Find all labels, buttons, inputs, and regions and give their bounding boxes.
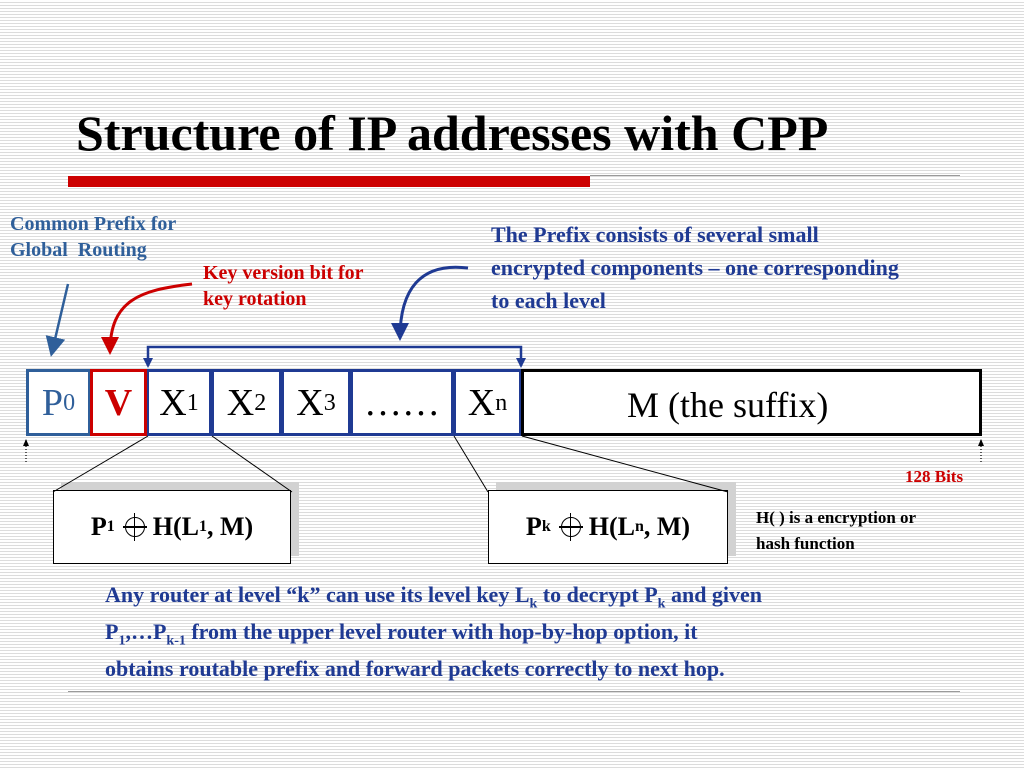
component-p: P bbox=[525, 512, 542, 541]
cell-suffix: M (the suffix) bbox=[521, 369, 982, 436]
bits-end-tip-icon bbox=[978, 439, 984, 446]
explanation-line-1: Any router at level “k” can use its leve… bbox=[105, 578, 985, 615]
prefix-description-line: The Prefix consists of several small bbox=[491, 222, 819, 247]
prefix-description-line: to each level bbox=[491, 288, 606, 313]
cell-ellipsis: …… bbox=[350, 369, 454, 436]
prefix-description-line: encrypted components – one corresponding bbox=[491, 255, 899, 280]
common-prefix-line: Global Routing bbox=[10, 238, 147, 261]
bits-start-tip-icon bbox=[23, 439, 29, 446]
explanation-sub: 1 bbox=[118, 633, 126, 649]
bits-128-label: 128 Bits bbox=[905, 467, 964, 486]
hash-note-line: hash function bbox=[756, 534, 855, 554]
cell-x2-base: X bbox=[226, 381, 255, 424]
component-h-close: , M) bbox=[643, 512, 691, 541]
common-prefix-label: Common Prefix for Global Routing bbox=[10, 212, 176, 263]
key-version-line: key rotation bbox=[203, 287, 307, 310]
explanation-segment: Any router at level “k” can use its leve… bbox=[105, 582, 530, 607]
component-h-open: H(L bbox=[588, 512, 635, 541]
xn-zoom-line-right bbox=[521, 435, 729, 493]
hash-note-line: H( ) is a encryption or bbox=[756, 508, 917, 527]
key-version-arrow bbox=[101, 282, 193, 355]
x1-zoom-line-right bbox=[211, 435, 293, 493]
component-p: P bbox=[90, 512, 107, 541]
explanation-segment: obtains routable prefix and forward pack… bbox=[105, 656, 725, 682]
explanation-line-2: P1,…Pk-1 from the upper level router wit… bbox=[105, 615, 985, 652]
common-prefix-line: Common Prefix for bbox=[10, 213, 177, 235]
cell-key-version: V bbox=[90, 369, 147, 436]
bracket-right-tip-icon bbox=[516, 358, 526, 368]
cell-x3-base: X bbox=[296, 381, 324, 424]
slide-title: Structure of IP addresses with CPP bbox=[76, 105, 829, 161]
explanation-sub: k-1 bbox=[166, 633, 186, 649]
x1-zoom-line-left bbox=[52, 435, 149, 493]
prefix-bracket bbox=[146, 345, 523, 366]
cell-x1-base: X bbox=[159, 381, 187, 424]
cell-xn-base: X bbox=[467, 381, 496, 424]
prefix-description: The Prefix consists of several small enc… bbox=[491, 218, 899, 317]
title-underline-gray bbox=[590, 175, 960, 176]
prefix-description-arrow bbox=[391, 265, 469, 341]
explanation-sub: k bbox=[529, 596, 538, 612]
component-h-open: H(L bbox=[152, 512, 199, 541]
key-version-line: Key version bit for bbox=[203, 262, 364, 284]
explanation-segment: from the upper level router with hop-by-… bbox=[185, 619, 698, 645]
xor-icon bbox=[558, 513, 583, 541]
explanation-segment: and given bbox=[665, 582, 763, 607]
explanation-segment: P bbox=[105, 619, 119, 645]
explanation-segment: ,…P bbox=[125, 619, 167, 645]
hash-function-note: H( ) is a encryption or hash function bbox=[756, 505, 916, 558]
bracket-left-tip-icon bbox=[143, 358, 153, 368]
explanation-segment: to decrypt P bbox=[537, 582, 658, 607]
xn-zoom-line-left bbox=[453, 435, 489, 493]
xor-icon bbox=[122, 513, 147, 541]
cell-p0-base: P bbox=[41, 381, 64, 424]
explanation-line-3: obtains routable prefix and forward pack… bbox=[105, 652, 985, 686]
common-prefix-arrow bbox=[45, 283, 70, 357]
explanation-text: Any router at level “k” can use its leve… bbox=[105, 578, 985, 686]
title-underline-red bbox=[68, 176, 590, 187]
bottom-rule bbox=[68, 691, 960, 692]
component-h-close: , M) bbox=[206, 512, 254, 541]
explanation-sub: k bbox=[657, 596, 666, 612]
key-version-label: Key version bit for key rotation bbox=[203, 261, 364, 312]
